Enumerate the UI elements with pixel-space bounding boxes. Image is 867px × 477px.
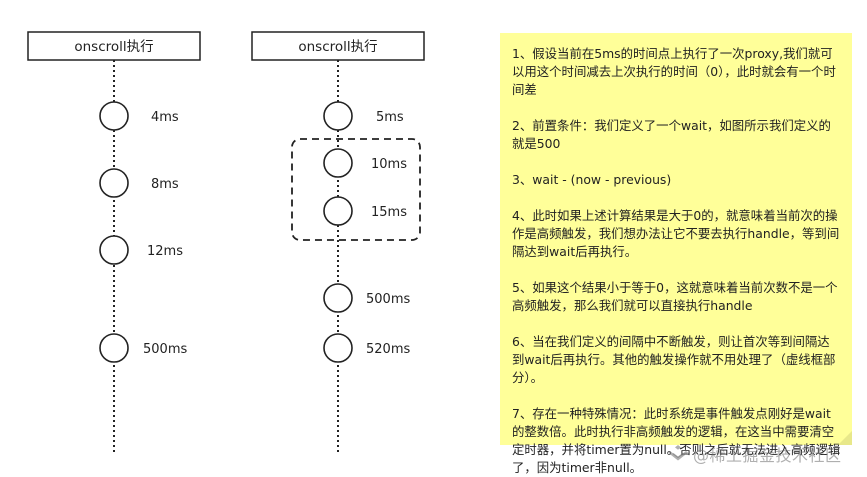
high-frequency-dashed-box <box>291 138 421 241</box>
right-event-5ms: 5ms <box>323 101 404 131</box>
event-label: 8ms <box>151 177 179 192</box>
event-label: 4ms <box>151 110 179 125</box>
left-event-8ms: 8ms <box>99 168 179 198</box>
note-paragraph-5: 5、如果这个结果小于等于0，这就意味着当前次数不是一个高频触发，那么我们就可以直… <box>512 280 838 313</box>
left-header-box <box>27 31 201 61</box>
right-event-10ms: 10ms <box>323 148 407 178</box>
event-label: 10ms <box>371 157 407 172</box>
event-label: 12ms <box>147 244 183 259</box>
event-label: 520ms <box>366 342 410 357</box>
event-circle <box>99 235 129 265</box>
right-header-label: onscroll执行 <box>298 39 377 55</box>
note-paragraph-1: 1、假设当前在5ms的时间点上执行了一次proxy,我们就可以用这个时间减去上次… <box>512 46 836 97</box>
left-event-12ms: 12ms <box>99 235 183 265</box>
note-paragraph-7: 7、存在一种特殊情况：此时系统是事件触发点刚好是wait的整数倍。此时执行非高频… <box>512 406 841 475</box>
event-circle <box>99 333 129 363</box>
note-paragraph-6: 6、当在我们定义的间隔中不断触发，则让首次等到间隔达到wait后再执行。其他的触… <box>512 334 836 385</box>
watermark-text: @稀土掘金技术社区 <box>693 446 842 465</box>
note-paragraph-4: 4、此时如果上述计算结果是大于0的，就意味着当前次的操作是高频触发，我们想办法让… <box>512 208 840 259</box>
left-event-4ms: 4ms <box>99 101 179 131</box>
event-circle <box>323 196 353 226</box>
event-circle <box>323 101 353 131</box>
event-circle <box>323 333 353 363</box>
event-circle <box>323 148 353 178</box>
note-paragraph-2: 2、前置条件：我们定义了一个wait，如图所示我们定义的就是500 <box>512 118 831 151</box>
left-event-500ms: 500ms <box>99 333 187 363</box>
sticky-note: 1、假设当前在5ms的时间点上执行了一次proxy,我们就可以用这个时间减去上次… <box>500 33 852 475</box>
juejin-logo-icon <box>668 445 688 461</box>
event-label: 5ms <box>376 110 404 125</box>
event-circle <box>99 101 129 131</box>
right-event-500ms: 500ms <box>323 283 410 313</box>
left-header-label: onscroll执行 <box>74 39 153 55</box>
event-circle <box>99 168 129 198</box>
event-label: 15ms <box>371 205 407 220</box>
note-paragraph-3: 3、wait - (now - previous) <box>512 172 672 187</box>
event-label: 500ms <box>143 342 187 357</box>
right-event-15ms: 15ms <box>323 196 407 226</box>
event-circle <box>323 283 353 313</box>
right-event-520ms: 520ms <box>323 333 410 363</box>
event-label: 500ms <box>366 292 410 307</box>
